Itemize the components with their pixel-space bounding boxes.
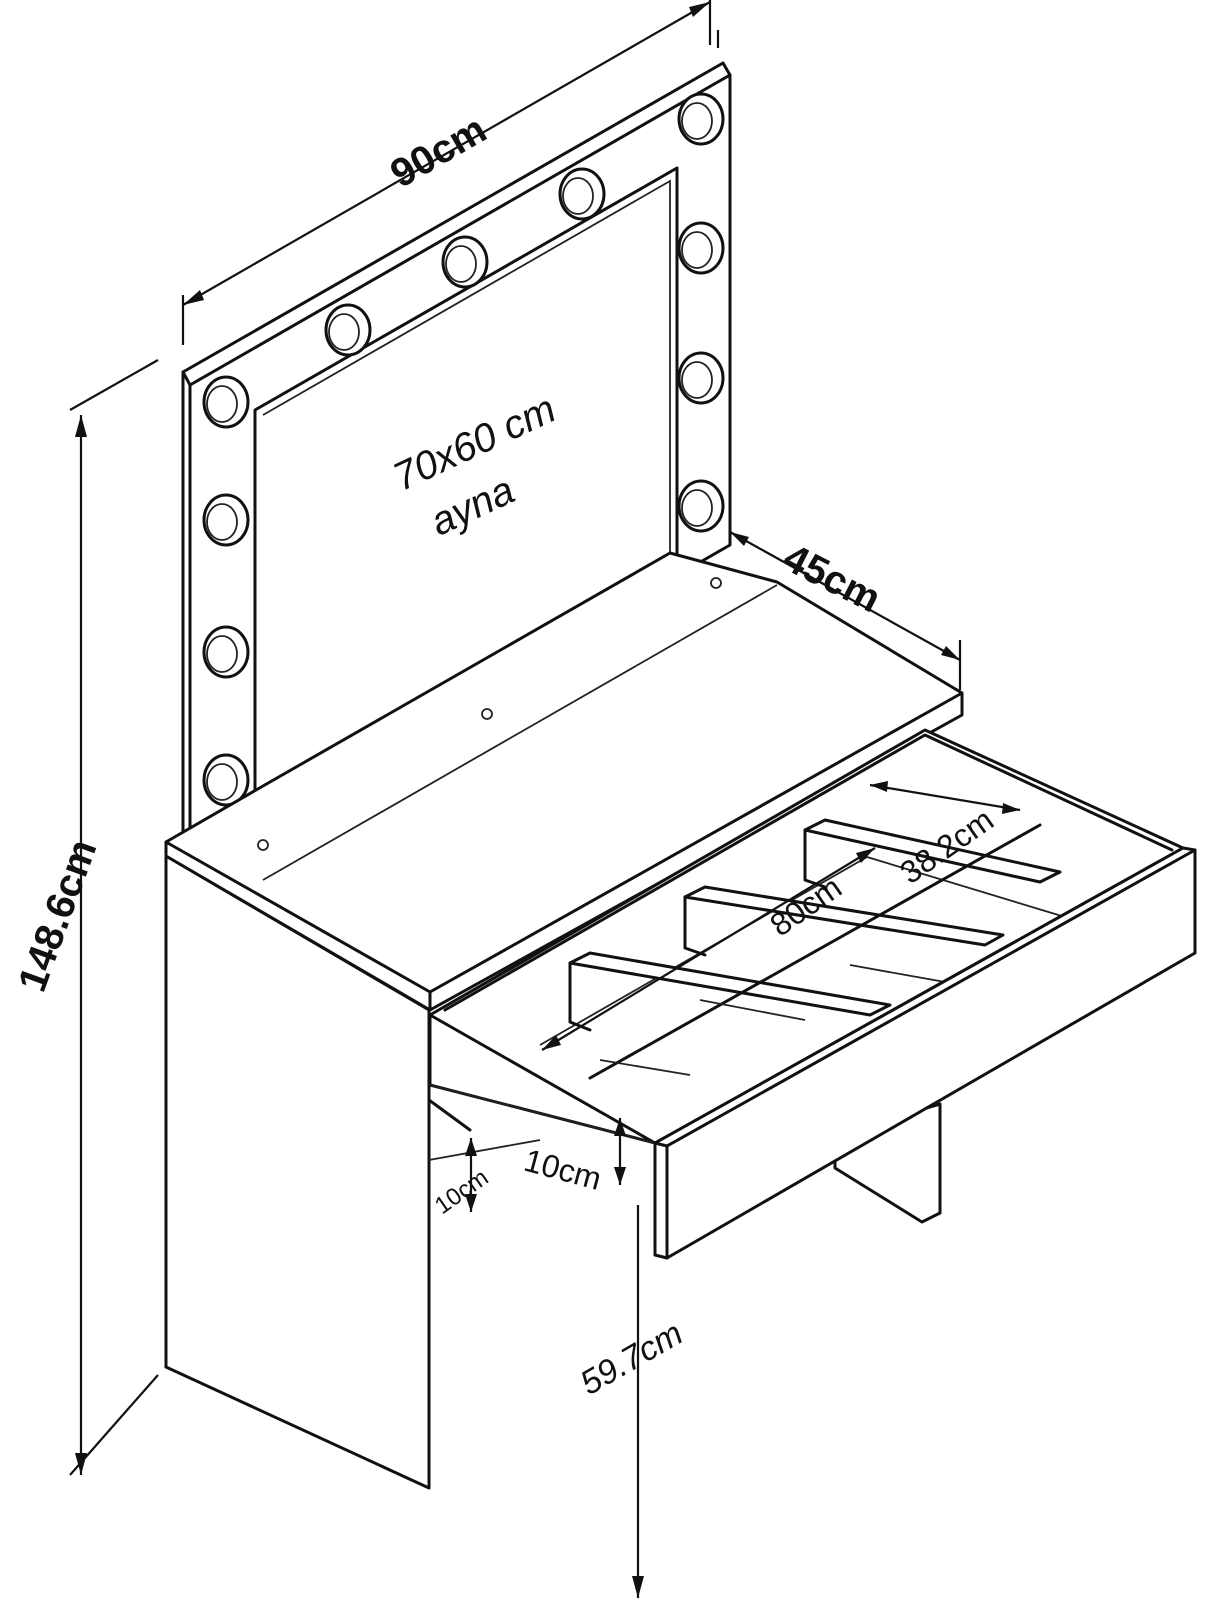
leg-height-label: 59.7cm	[574, 1314, 690, 1403]
bulb	[677, 221, 725, 275]
bulb	[558, 167, 606, 221]
bulb	[202, 493, 250, 547]
shelf-opening	[427, 1098, 541, 1161]
arrowheads	[75, 2, 1020, 1598]
height-label: 148.6cm	[10, 834, 105, 997]
bulb	[677, 92, 725, 146]
desk-top	[164, 551, 964, 1012]
bulb	[202, 625, 250, 679]
bulb	[677, 351, 725, 405]
width-label: 90cm	[383, 107, 494, 196]
drawer-front	[653, 846, 1197, 1260]
bulbs	[202, 92, 725, 807]
bulb	[441, 235, 489, 289]
bulb	[202, 753, 250, 807]
bulb	[202, 375, 250, 429]
shelf-gap-label: 10cm	[430, 1164, 494, 1220]
bulb	[677, 479, 725, 533]
bulb	[324, 303, 372, 357]
drawer-height-label: 10cm	[520, 1142, 605, 1197]
drawer-dividers	[568, 818, 1062, 1080]
dimension-lines	[69, 0, 1021, 1598]
